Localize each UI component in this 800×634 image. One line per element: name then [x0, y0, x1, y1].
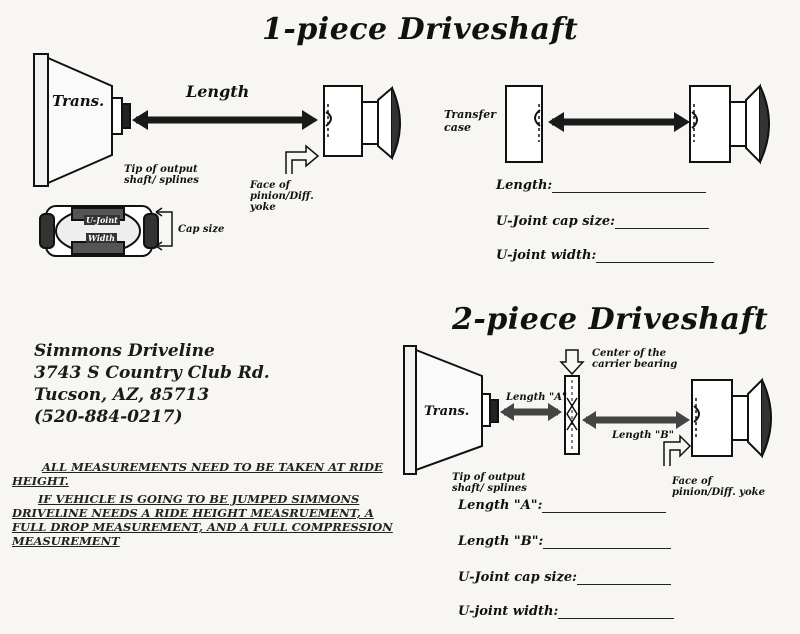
length-b-label: Length "B" [612, 430, 674, 441]
length-arrow-1piece [132, 110, 318, 130]
tip-label-2piece: Tip of output shaft/ splines [452, 472, 527, 494]
note-ride-height: ALL MEASUREMENTS NEED TO BE TAKEN AT RID… [12, 460, 383, 488]
length-field-1piece: Length: [496, 178, 707, 193]
width-field-2piece-label: U-joint width: [458, 604, 559, 619]
length-label-1piece: Length [186, 82, 250, 101]
company-address: Simmons Driveline 3743 S Country Club Rd… [34, 340, 270, 428]
cap-size-label: Cap size [178, 224, 225, 235]
length-b-arrow [582, 411, 690, 429]
face-label-2piece: Face of pinion/Diff. yoke [672, 476, 765, 498]
transmission-1piece [33, 53, 131, 187]
length-field-label: Length: [496, 178, 553, 193]
company-city: Tucson, AZ, 85713 [34, 385, 210, 405]
length-a-arrow [500, 403, 562, 421]
length-a-field: Length "A": [458, 498, 667, 513]
company-name: Simmons Driveline [34, 341, 215, 361]
cap-size-field-label: U-Joint cap size: [496, 214, 615, 229]
cap-size-field-1piece: U-Joint cap size: [496, 214, 709, 229]
title-1piece: 1-piece Driveshaft [262, 12, 579, 47]
width-field-1piece: U-joint width: [496, 248, 715, 263]
carrier-bearing [564, 375, 580, 455]
trans-label-2piece: Trans. [424, 404, 470, 419]
tip-label-1piece: Tip of output shaft/ splines [124, 164, 199, 186]
note-jumped: IF VEHICLE IS GOING TO BE JUMPED SIMMONS… [12, 492, 393, 548]
cap-size-field-line[interactable] [614, 216, 709, 229]
face-arrow-1piece [285, 144, 320, 174]
length-a-field-line[interactable] [542, 500, 667, 513]
transfer-case [505, 85, 543, 163]
length-b-field-label: Length "B": [458, 534, 544, 549]
pinion-yoke-2piece [691, 377, 772, 459]
face-label-1piece: Face of pinion/Diff. yoke [250, 180, 314, 213]
length-arrow-transfer [548, 112, 690, 132]
trans-label-1piece: Trans. [52, 92, 105, 110]
cap-size-field-2piece-label: U-Joint cap size: [458, 570, 577, 585]
length-a-label: Length "A" [506, 392, 568, 403]
center-arrow [559, 349, 585, 376]
length-b-field-line[interactable] [543, 536, 672, 549]
center-bearing-label: Center of the carrier bearing [592, 348, 678, 370]
cap-size-field-2piece-line[interactable] [576, 572, 671, 585]
cap-size-bracket [155, 207, 173, 251]
pinion-yoke-1piece [323, 85, 401, 161]
width-field-line[interactable] [596, 250, 715, 263]
company-street: 3743 S Country Club Rd. [34, 363, 270, 383]
pinion-yoke-transfer [689, 83, 770, 165]
face-arrow-2piece [663, 434, 692, 466]
transmission-2piece [403, 345, 499, 475]
width-label: Width [86, 233, 117, 243]
company-phone: (520-884-0217) [34, 407, 183, 427]
width-field-2piece-line[interactable] [558, 606, 675, 619]
width-field-2piece: U-joint width: [458, 604, 675, 619]
length-b-field: Length "B": [458, 534, 672, 549]
ujoint-label: U-Joint [84, 215, 120, 225]
length-a-field-label: Length "A": [458, 498, 543, 513]
width-field-label: U-joint width: [496, 248, 597, 263]
transfer-case-label: Transfer case [444, 108, 497, 134]
title-2piece: 2-piece Driveshaft [452, 302, 769, 337]
cap-size-field-2piece: U-Joint cap size: [458, 570, 671, 585]
length-field-line[interactable] [552, 180, 707, 193]
ujoint-picture [39, 205, 159, 257]
